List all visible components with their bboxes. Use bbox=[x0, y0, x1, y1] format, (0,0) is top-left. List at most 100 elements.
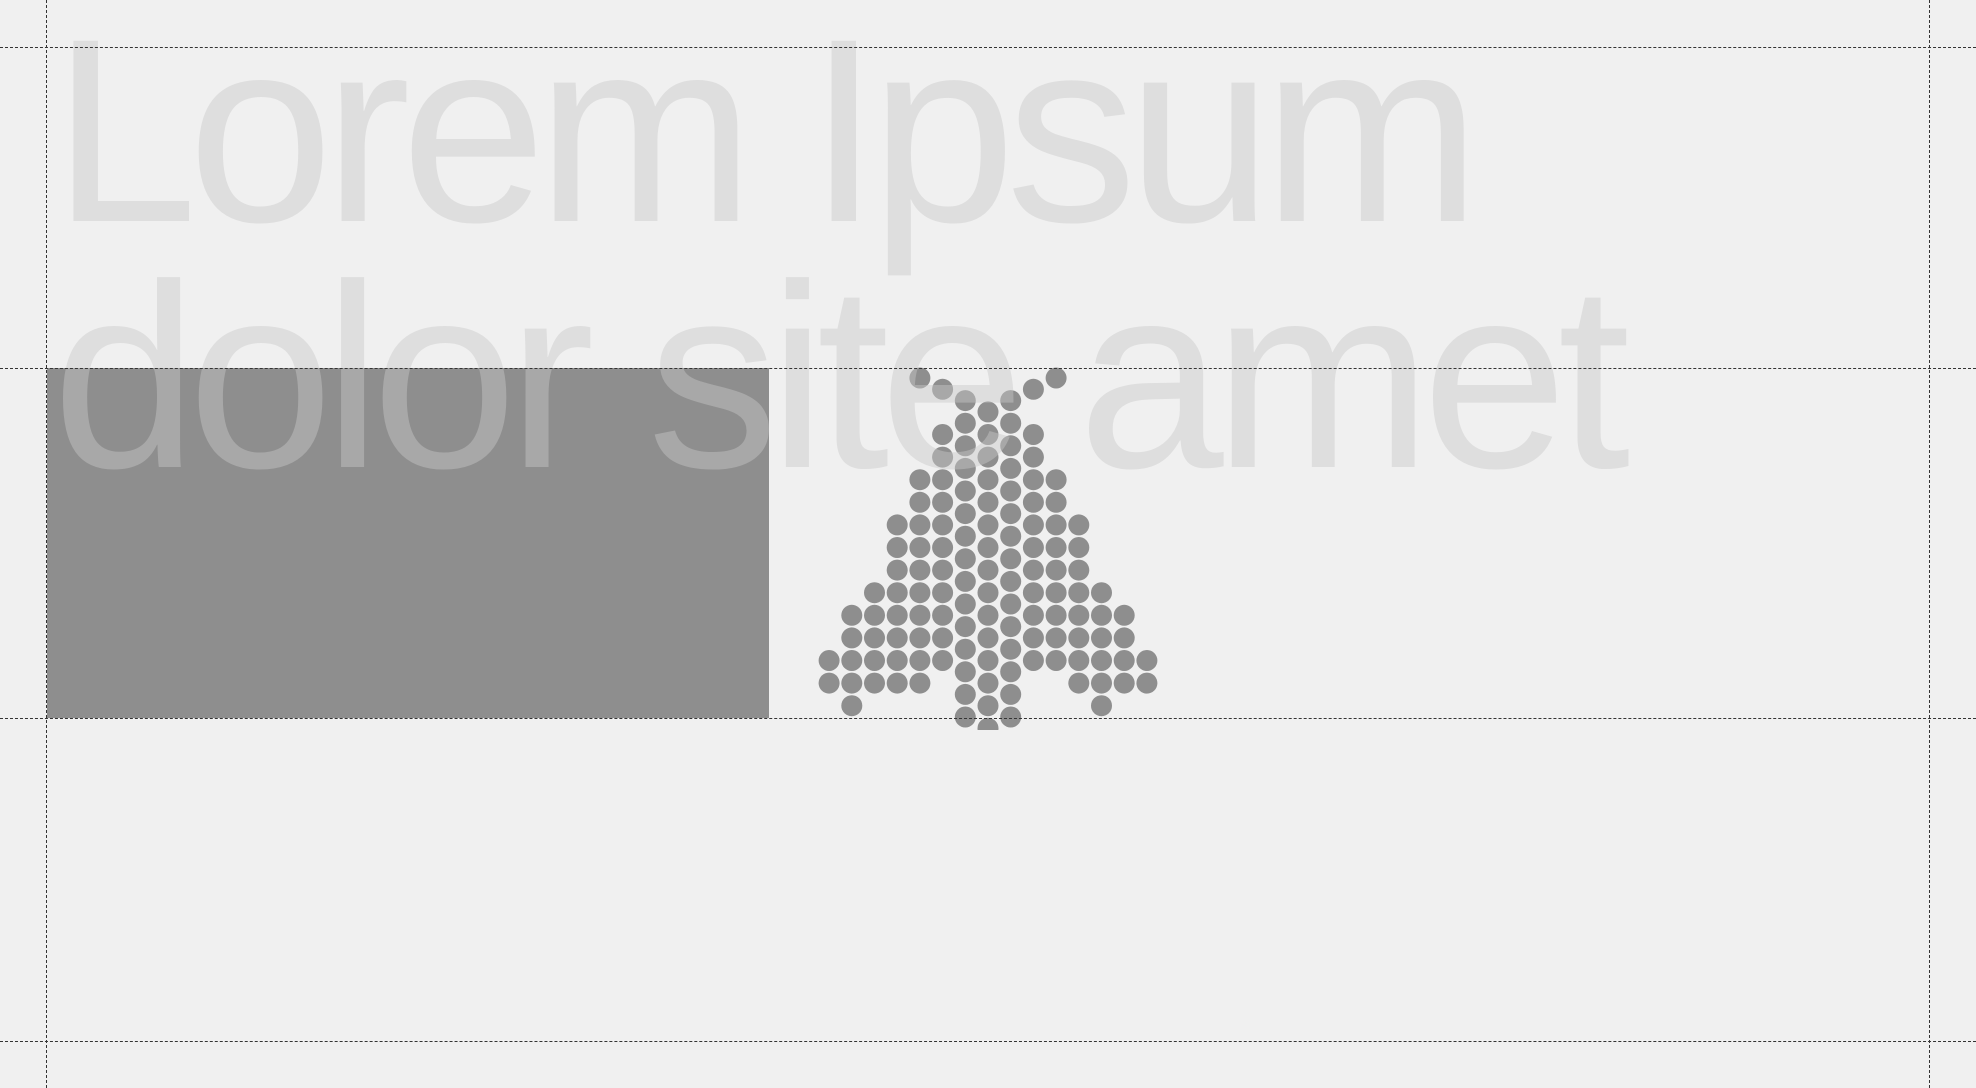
moth-dot bbox=[841, 650, 863, 671]
moth-dot bbox=[909, 537, 931, 558]
guide-line-top bbox=[0, 47, 1976, 48]
moth-dot bbox=[1091, 650, 1112, 671]
moth-dot bbox=[1000, 683, 1022, 705]
moth-dot bbox=[954, 616, 976, 638]
moth-dot bbox=[977, 695, 999, 717]
moth-dot bbox=[841, 672, 863, 694]
guide-line-right bbox=[1929, 0, 1930, 1088]
moth-dot bbox=[1045, 627, 1067, 649]
moth-dot bbox=[1022, 514, 1044, 536]
moth-dot bbox=[1000, 457, 1022, 479]
moth-dot bbox=[977, 424, 999, 445]
moth-dot bbox=[909, 491, 931, 513]
moth-dot bbox=[909, 672, 931, 694]
moth-dot bbox=[954, 525, 976, 547]
moth-dot bbox=[864, 604, 885, 626]
moth-dot bbox=[932, 514, 954, 536]
moth-dot bbox=[1113, 672, 1135, 694]
moth-dot bbox=[1113, 604, 1135, 626]
moth-dot bbox=[841, 695, 863, 717]
moth-dot bbox=[977, 650, 999, 671]
moth-dot bbox=[886, 537, 908, 558]
moth-dot bbox=[1068, 650, 1090, 671]
moth-dot bbox=[1022, 446, 1044, 468]
moth-dot bbox=[954, 480, 976, 502]
moth-dot bbox=[977, 582, 999, 604]
moth-dot bbox=[977, 469, 999, 491]
moth-dot bbox=[1000, 480, 1022, 502]
moth-dot bbox=[1022, 378, 1044, 400]
moth-dot bbox=[1136, 650, 1158, 671]
guide-line-bottom bbox=[0, 1041, 1976, 1042]
moth-dot bbox=[954, 503, 976, 525]
moth-dot bbox=[932, 446, 954, 468]
moth-dot bbox=[1068, 514, 1090, 536]
moth-dot bbox=[1091, 627, 1112, 649]
moth-dot bbox=[1000, 548, 1022, 570]
moth-dot bbox=[954, 661, 976, 683]
moth-dot bbox=[886, 604, 908, 626]
moth-dot bbox=[977, 446, 999, 468]
moth-dot bbox=[954, 412, 976, 434]
moth-dot bbox=[977, 559, 999, 581]
moth-dot bbox=[1000, 706, 1022, 728]
moth-dot bbox=[1000, 435, 1022, 457]
moth-dot bbox=[1022, 559, 1044, 581]
moth-dot bbox=[1091, 695, 1112, 717]
moth-dot bbox=[932, 582, 954, 604]
moth-dot bbox=[1136, 672, 1158, 694]
moth-dot bbox=[909, 650, 931, 671]
moth-dot bbox=[1022, 469, 1044, 491]
moth-dot bbox=[954, 390, 976, 412]
moth-dot bbox=[977, 672, 999, 694]
moth-dot bbox=[932, 537, 954, 558]
moth-dot bbox=[886, 650, 908, 671]
moth-dot bbox=[1045, 537, 1067, 558]
moth-dot bbox=[841, 627, 863, 649]
moth-dot bbox=[977, 491, 999, 513]
moth-dot bbox=[864, 627, 885, 649]
moth-dot bbox=[954, 638, 976, 660]
moth-dot bbox=[1000, 390, 1022, 412]
moth-dot bbox=[1000, 661, 1022, 683]
moth-dot bbox=[954, 435, 976, 457]
moth-dot bbox=[932, 559, 954, 581]
headline-line-2: dolor site amet bbox=[52, 230, 1630, 523]
moth-dot bbox=[932, 650, 954, 671]
moth-dot bbox=[1000, 616, 1022, 638]
moth-dot bbox=[1022, 491, 1044, 513]
guide-line-left bbox=[46, 0, 47, 1088]
moth-dot bbox=[1091, 672, 1112, 694]
moth-dot bbox=[1045, 491, 1067, 513]
moth-dot bbox=[954, 548, 976, 570]
moth-dot bbox=[1022, 604, 1044, 626]
moth-dot bbox=[1068, 604, 1090, 626]
moth-dot bbox=[864, 650, 885, 671]
moth-dot bbox=[1045, 582, 1067, 604]
moth-dot bbox=[977, 401, 999, 423]
moth-dot bbox=[1000, 638, 1022, 660]
moth-dot bbox=[977, 604, 999, 626]
moth-dot bbox=[886, 627, 908, 649]
moth-dot bbox=[818, 672, 840, 694]
moth-dot bbox=[1045, 559, 1067, 581]
moth-dot bbox=[954, 570, 976, 592]
moth-dot bbox=[886, 514, 908, 536]
moth-dot bbox=[1045, 367, 1067, 389]
moth-dot bbox=[1000, 525, 1022, 547]
moth-dot bbox=[932, 491, 954, 513]
moth-dot bbox=[977, 537, 999, 558]
moth-dot bbox=[932, 378, 954, 400]
moth-dot bbox=[864, 582, 885, 604]
moth-dot bbox=[1068, 559, 1090, 581]
moth-dot bbox=[909, 604, 931, 626]
moth-dot bbox=[1000, 503, 1022, 525]
moth-dot bbox=[886, 672, 908, 694]
moth-dot bbox=[909, 514, 931, 536]
moth-dot bbox=[864, 672, 885, 694]
moth-dot bbox=[886, 582, 908, 604]
moth-dot bbox=[909, 627, 931, 649]
moth-dot bbox=[954, 457, 976, 479]
moth-dot bbox=[954, 706, 976, 728]
